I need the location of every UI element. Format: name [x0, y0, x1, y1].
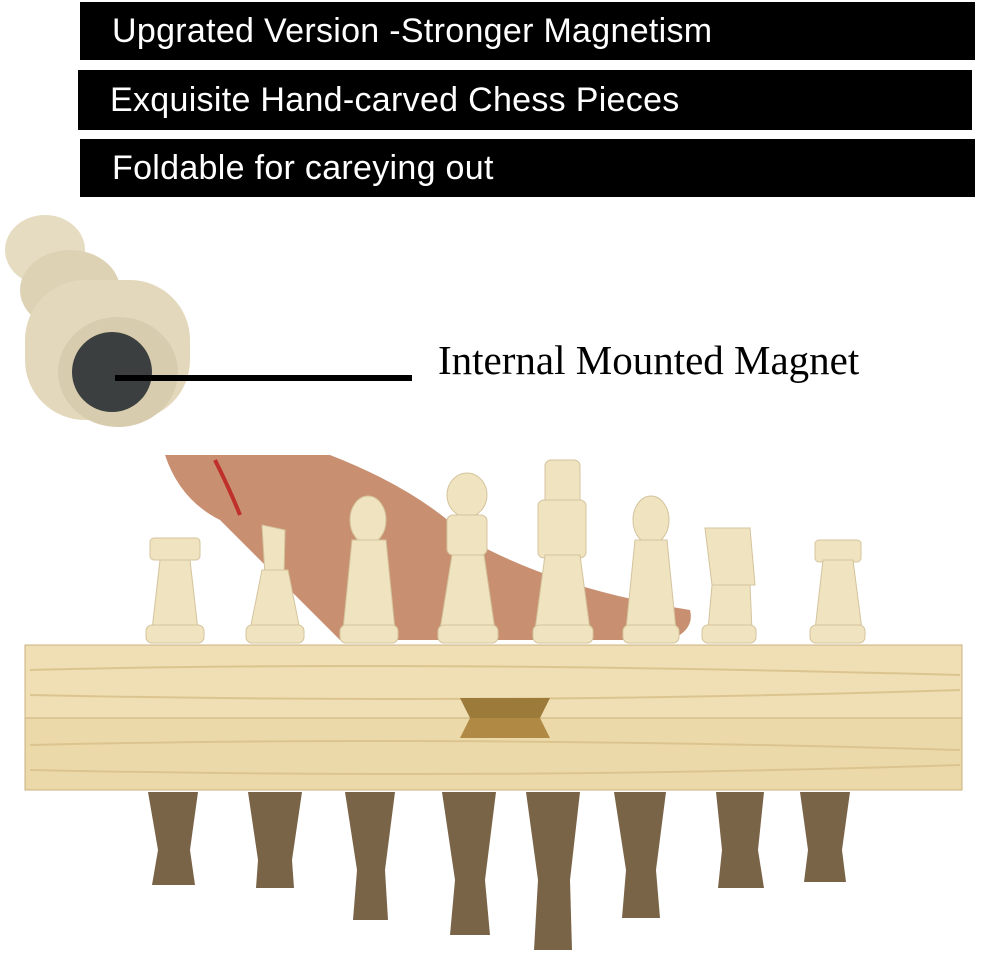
- feature-banner-foldable: Foldable for careying out: [80, 139, 975, 197]
- queen-piece: [437, 472, 499, 644]
- feature-banner-hand-carved: Exquisite Hand-carved Chess Pieces: [78, 70, 972, 130]
- pawn-piece: [622, 495, 680, 644]
- light-pieces: [145, 459, 866, 644]
- dark-pieces: [148, 792, 850, 950]
- folded-chessboard: [24, 644, 963, 791]
- hand: [165, 455, 691, 640]
- magnet-icon: [72, 332, 152, 412]
- chess-piece-magnet-closeup: [5, 215, 190, 427]
- feature-banner-magnetism: Upgrated Version -Stronger Magnetism: [80, 2, 975, 60]
- brass-clasp-icon: [460, 698, 550, 738]
- knight-piece: [701, 527, 757, 644]
- pawn-piece: [339, 495, 399, 644]
- rook-piece: [145, 537, 205, 644]
- magnet-callout-label: Internal Mounted Magnet: [438, 337, 860, 383]
- king-piece: [532, 459, 594, 644]
- bishop-piece: [245, 524, 305, 644]
- rook-piece: [809, 539, 866, 644]
